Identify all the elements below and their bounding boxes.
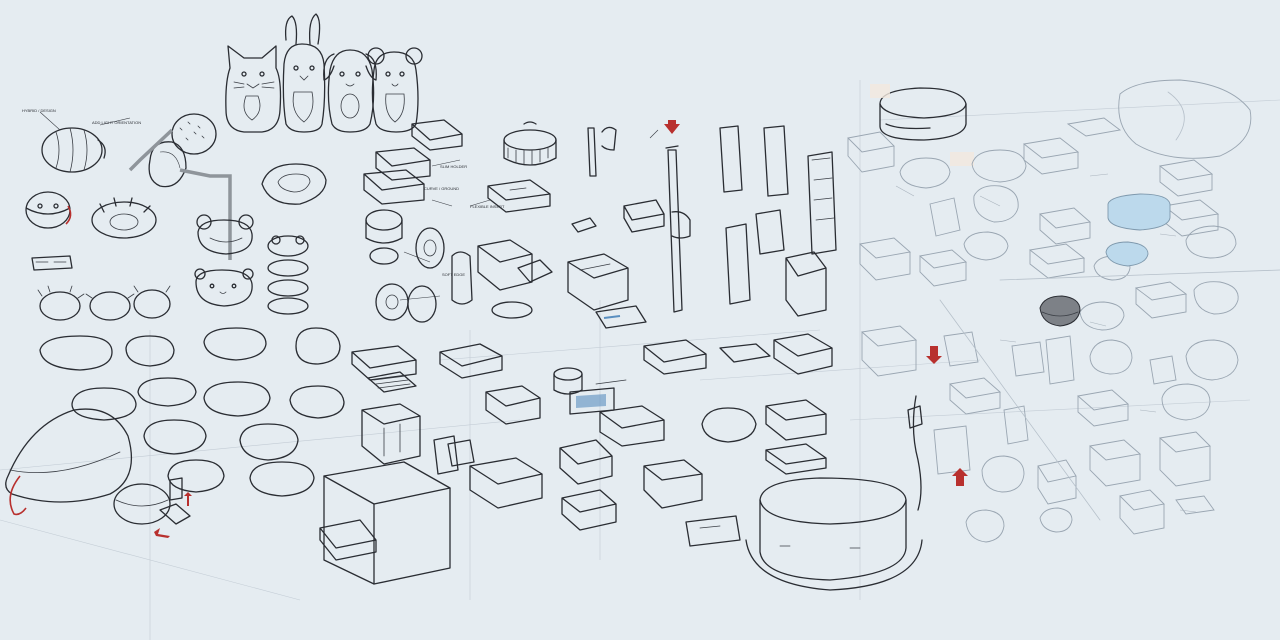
svg-text:HYBRID / DESIGN: HYBRID / DESIGN (22, 108, 56, 113)
red-up-arrow (952, 468, 968, 486)
svg-text:CURVE / GROUND: CURVE / GROUND (424, 186, 459, 191)
square-lid-pair (469, 405, 665, 531)
large-pillow-case-left (5, 408, 132, 516)
svg-text:SOFT EDGE: SOFT EDGE (442, 272, 465, 277)
dog-character (323, 49, 377, 133)
syringe-dispenser (649, 120, 691, 313)
notes-column: SLIM HOLDER CURVE / GROUND FLEXIBLE INSE… (399, 159, 505, 301)
round-egg-case (113, 477, 192, 538)
small-pods-row (31, 255, 171, 321)
case-with-lid (567, 199, 665, 311)
flat-sun-tray (91, 197, 157, 239)
grey-dot-grid (367, 371, 417, 393)
svg-text:ADD LIGHT ORIENTATION: ADD LIGHT ORIENTATION (92, 120, 141, 125)
blue-cutaway-detail (569, 379, 627, 415)
bottle-cap-parts (553, 305, 647, 395)
square-soft-case-center (745, 477, 923, 591)
svg-text:SLIM HOLDER: SLIM HOLDER (440, 164, 467, 169)
stacking-rings (267, 235, 309, 315)
bear-character (367, 47, 423, 133)
cat-character (225, 45, 282, 133)
charger-cube-large (319, 461, 451, 585)
striped-bee-capsule: HYBRID / DESIGN ADD LIGHT ORIENTATION (22, 108, 141, 173)
dark-lid-box (870, 84, 974, 166)
bunny-character (282, 13, 326, 133)
rounded-cases-left (39, 327, 345, 497)
faint-notes-right (895, 173, 1197, 513)
cartridge-stack (719, 125, 837, 305)
charging-dock-block (477, 239, 553, 319)
small-round-container (25, 191, 72, 229)
grey-pill-case (1039, 295, 1081, 327)
mid-cases (351, 343, 541, 475)
red-down-arrow (926, 346, 942, 364)
round-lid-container (503, 121, 557, 166)
sponge-dome-container (148, 113, 217, 188)
bear-bottom-body (194, 268, 254, 307)
bear-ear-lid (196, 214, 254, 255)
flat-tray (487, 179, 551, 213)
pen-clip (587, 126, 617, 177)
right-faint-cases (847, 79, 1280, 543)
cable-strap (907, 395, 923, 511)
blue-highlighted-case (1105, 193, 1171, 267)
svg-text:FLEXIBLE INSERT: FLEXIBLE INSERT (470, 204, 505, 209)
block-connector (755, 209, 827, 317)
mid-right-cases (643, 333, 833, 547)
grey-pipe-connector (128, 128, 232, 260)
oval-dock (261, 163, 327, 205)
construction-lines (0, 80, 1280, 640)
boxes-center-left (363, 119, 473, 323)
